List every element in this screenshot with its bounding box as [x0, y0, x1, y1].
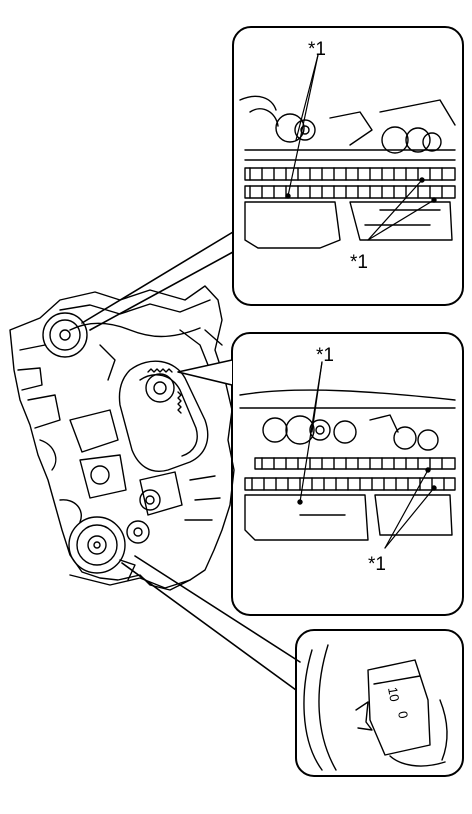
detail-box-3: [121, 555, 464, 777]
callout-label-2a: *1: [316, 345, 334, 366]
crankshaft-pulley: [68, 516, 126, 574]
timing-mark-0: 0: [395, 710, 411, 720]
upper-sprocket: [42, 312, 88, 358]
engine-drawing: [9, 285, 235, 591]
callout-label-1b: *1: [350, 252, 368, 273]
timing-mark-10: 10: [385, 686, 402, 703]
timing-chain-cover: [118, 360, 209, 472]
detail-box-1: [81, 26, 464, 331]
detail-box-2: [177, 332, 464, 616]
callout-label-1a: *1: [308, 39, 326, 60]
callout-label-2b: *1: [368, 554, 386, 575]
